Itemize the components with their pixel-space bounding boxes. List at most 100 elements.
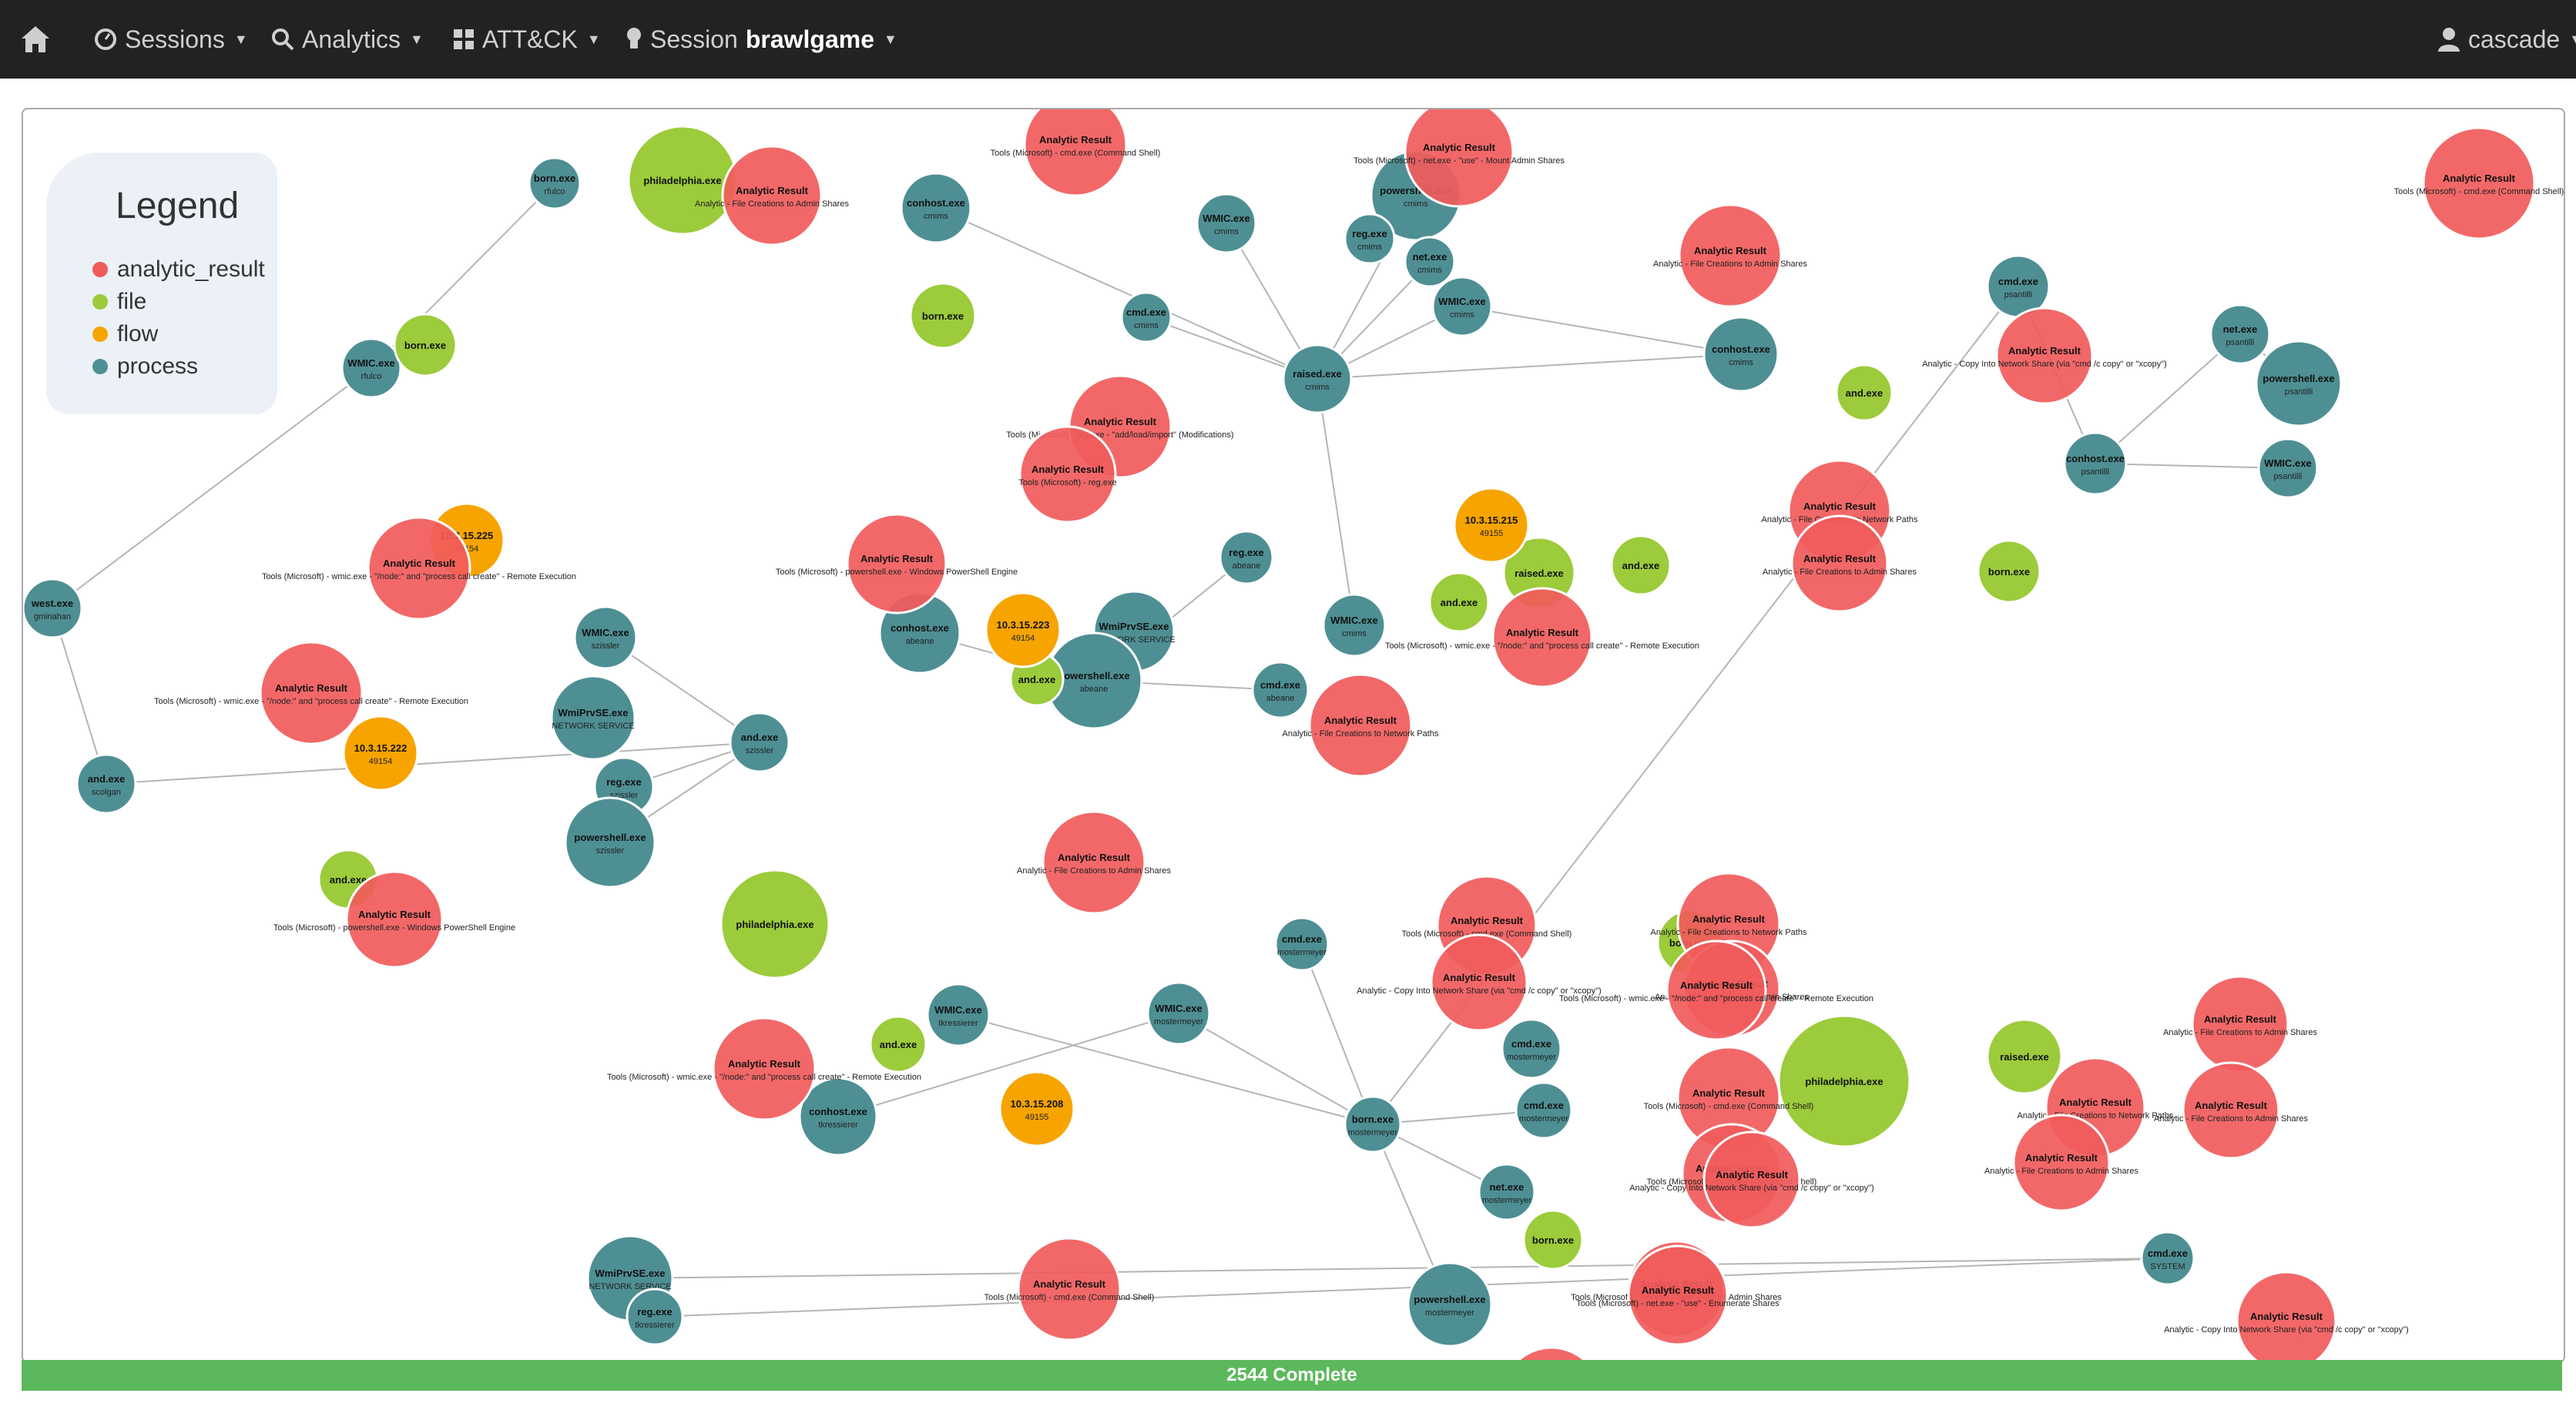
file-node[interactable]: philadelphia.exe [1777, 1014, 1911, 1148]
file-node[interactable]: born.exe [1522, 1209, 1584, 1271]
result-node-circle [1430, 933, 1528, 1032]
event-graph[interactable]: born.exerfulcoWMIC.exerfulcoconhost.exec… [23, 109, 2564, 1361]
home-button[interactable] [20, 0, 59, 79]
file-node[interactable]: philadelphia.exe [627, 125, 738, 236]
file-node[interactable]: born.exe [1977, 539, 2041, 604]
attack-menu[interactable]: ATT&CK ▼ [453, 0, 601, 79]
process-node-subtitle: psantilli [2226, 338, 2255, 347]
analytics-menu[interactable]: Analytics ▼ [271, 0, 424, 79]
sessions-menu[interactable]: Sessions ▼ [94, 0, 248, 79]
file-node[interactable]: and.exe [1428, 571, 1490, 633]
chevron-down-icon: ▼ [586, 31, 601, 47]
result-node-subtitle: Analytic - Copy Into Network Share (via … [1922, 360, 2167, 369]
file-node[interactable]: philadelphia.exe [719, 869, 830, 980]
process-node-circle [900, 172, 972, 244]
file-node[interactable]: and.exe [869, 1015, 927, 1073]
result-node-title: Analytic Result [275, 682, 348, 694]
result-node-subtitle: Analytic - File Creations to Admin Share… [2154, 1114, 2308, 1124]
file-node[interactable]: born.exe [393, 313, 458, 377]
flow-node-title: 10.3.15.223 [997, 619, 1050, 631]
file-node[interactable]: born.exe [909, 282, 977, 350]
process-node-circle [23, 578, 83, 639]
session-menu[interactable]: Session brawlgame ▼ [626, 0, 897, 79]
process-node-subtitle: tkressierer [938, 1019, 978, 1028]
process-node-title: conhost.exe [907, 197, 965, 209]
file-node[interactable]: and.exe [1835, 363, 1893, 422]
result-node-circle [846, 513, 948, 615]
result-node-circle [1515, 1346, 1588, 1361]
file-node[interactable]: raised.exe [1986, 1018, 2063, 1095]
result-node-subtitle: Analytic - File Creations to Network Pat… [1283, 729, 1439, 738]
file-node-title: and.exe [1622, 560, 1659, 571]
grid-icon [454, 29, 474, 49]
file-node[interactable]: and.exe [1610, 534, 1672, 596]
user-menu[interactable]: cascade ▼ [2437, 0, 2576, 79]
